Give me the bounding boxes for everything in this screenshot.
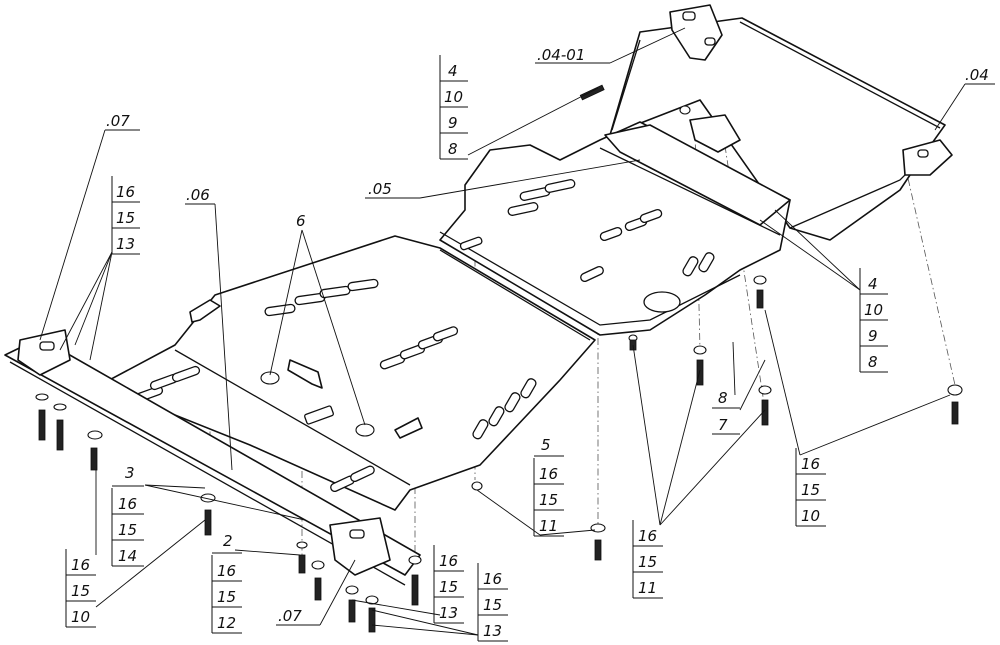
stack-left-upper-1: 15 <box>116 209 135 227</box>
stack-lower-left-1: 15 <box>71 582 90 600</box>
label-07-left: .07 <box>106 112 130 130</box>
label-8: 8 <box>718 389 728 407</box>
stack-center-1: 15 <box>638 553 657 571</box>
stack-far-right: 16 15 10 <box>795 448 826 527</box>
part-06-guard <box>99 235 596 511</box>
stack-5-0: 16 <box>539 465 558 483</box>
label-04-01: .04-01 <box>537 46 585 64</box>
stack-right: 4 10 9 8 <box>859 268 888 373</box>
stack-top-1: 10 <box>444 88 463 106</box>
stack-center-0: 16 <box>638 527 657 545</box>
stack-left-upper: 16 15 13 <box>111 176 140 255</box>
stack-center: 16 15 11 <box>632 520 663 599</box>
stack-2-2: 12 <box>217 614 236 632</box>
bolt-r <box>679 105 691 115</box>
stack-lower-left-0: 16 <box>71 556 90 574</box>
stack-mid2-2: 13 <box>483 622 502 640</box>
bolt-k <box>590 523 606 561</box>
stack-3-2: 14 <box>118 547 137 565</box>
stack-mid2-0: 16 <box>483 570 502 588</box>
part-05-guard <box>439 114 791 336</box>
label-07-lower: .07 <box>278 607 302 625</box>
label-06: .06 <box>186 186 210 204</box>
stack-3-0: 16 <box>118 495 137 513</box>
stack-left-upper-2: 13 <box>116 235 135 253</box>
part-04-guard <box>609 4 953 241</box>
label-6: 6 <box>296 212 306 230</box>
stack-right-3: 8 <box>868 353 878 371</box>
part-07-crossmember <box>4 329 421 586</box>
stack-right-1: 10 <box>864 301 883 319</box>
stack-left-upper-0: 16 <box>116 183 135 201</box>
bolt-q <box>579 84 605 101</box>
bolt-l <box>693 345 707 386</box>
stack-mid1: 16 15 13 <box>433 545 464 624</box>
bolt-n <box>753 275 767 309</box>
label-3: 3 <box>125 464 135 482</box>
part-labels: .04-01 .04 .05 .06 .07 .07 6 2 3 5 7 8 <box>106 46 989 625</box>
label-5: 5 <box>541 436 551 454</box>
stack-far-right-2: 10 <box>801 507 820 525</box>
bolt-m <box>758 385 772 426</box>
bolt-c <box>87 430 103 471</box>
stack-top-3: 8 <box>448 140 458 158</box>
stack-mid1-0: 16 <box>439 552 458 570</box>
stack-far-right-0: 16 <box>801 455 820 473</box>
label-04: .04 <box>965 66 989 84</box>
bolt-i <box>408 555 422 606</box>
stack-right-0: 4 <box>868 275 878 293</box>
stack-2-1: 15 <box>217 588 236 606</box>
label-05: .05 <box>368 180 392 198</box>
stack-center-2: 11 <box>638 579 657 597</box>
label-2: 2 <box>223 532 233 550</box>
stack-2-0: 16 <box>217 562 236 580</box>
stack-5-1: 15 <box>539 491 558 509</box>
stack-lower-left-2: 10 <box>71 608 90 626</box>
bolt-e <box>296 541 308 574</box>
bolt-j <box>471 481 483 491</box>
label-7: 7 <box>718 416 728 434</box>
stack-top: 4 10 9 8 <box>439 55 468 160</box>
stack-3: 16 15 14 <box>111 488 144 567</box>
stack-5: 16 15 11 <box>533 458 564 537</box>
stack-top-0: 4 <box>448 62 458 80</box>
stack-mid2-1: 15 <box>483 596 502 614</box>
stack-3-1: 15 <box>118 521 137 539</box>
stack-mid1-2: 13 <box>439 604 458 622</box>
stack-far-right-1: 15 <box>801 481 820 499</box>
stack-2: 16 15 12 <box>211 555 242 634</box>
stack-top-2: 9 <box>448 114 458 132</box>
stack-right-2: 9 <box>868 327 878 345</box>
bolt-h <box>365 595 379 633</box>
bolt-o <box>947 384 963 425</box>
bolt-g <box>345 585 359 623</box>
stack-mid1-1: 15 <box>439 578 458 596</box>
label-7-8-box <box>712 407 740 435</box>
bolt-a <box>35 393 49 441</box>
stack-lower-left: 16 15 10 <box>65 549 96 628</box>
bolt-f <box>311 560 325 601</box>
stack-mid2: 16 15 13 <box>477 563 508 642</box>
label-3-2-box <box>112 485 242 554</box>
stack-5-2: 11 <box>539 517 558 535</box>
bolt-b <box>53 403 67 451</box>
fasteners <box>35 84 963 633</box>
leader-lines <box>39 27 995 636</box>
